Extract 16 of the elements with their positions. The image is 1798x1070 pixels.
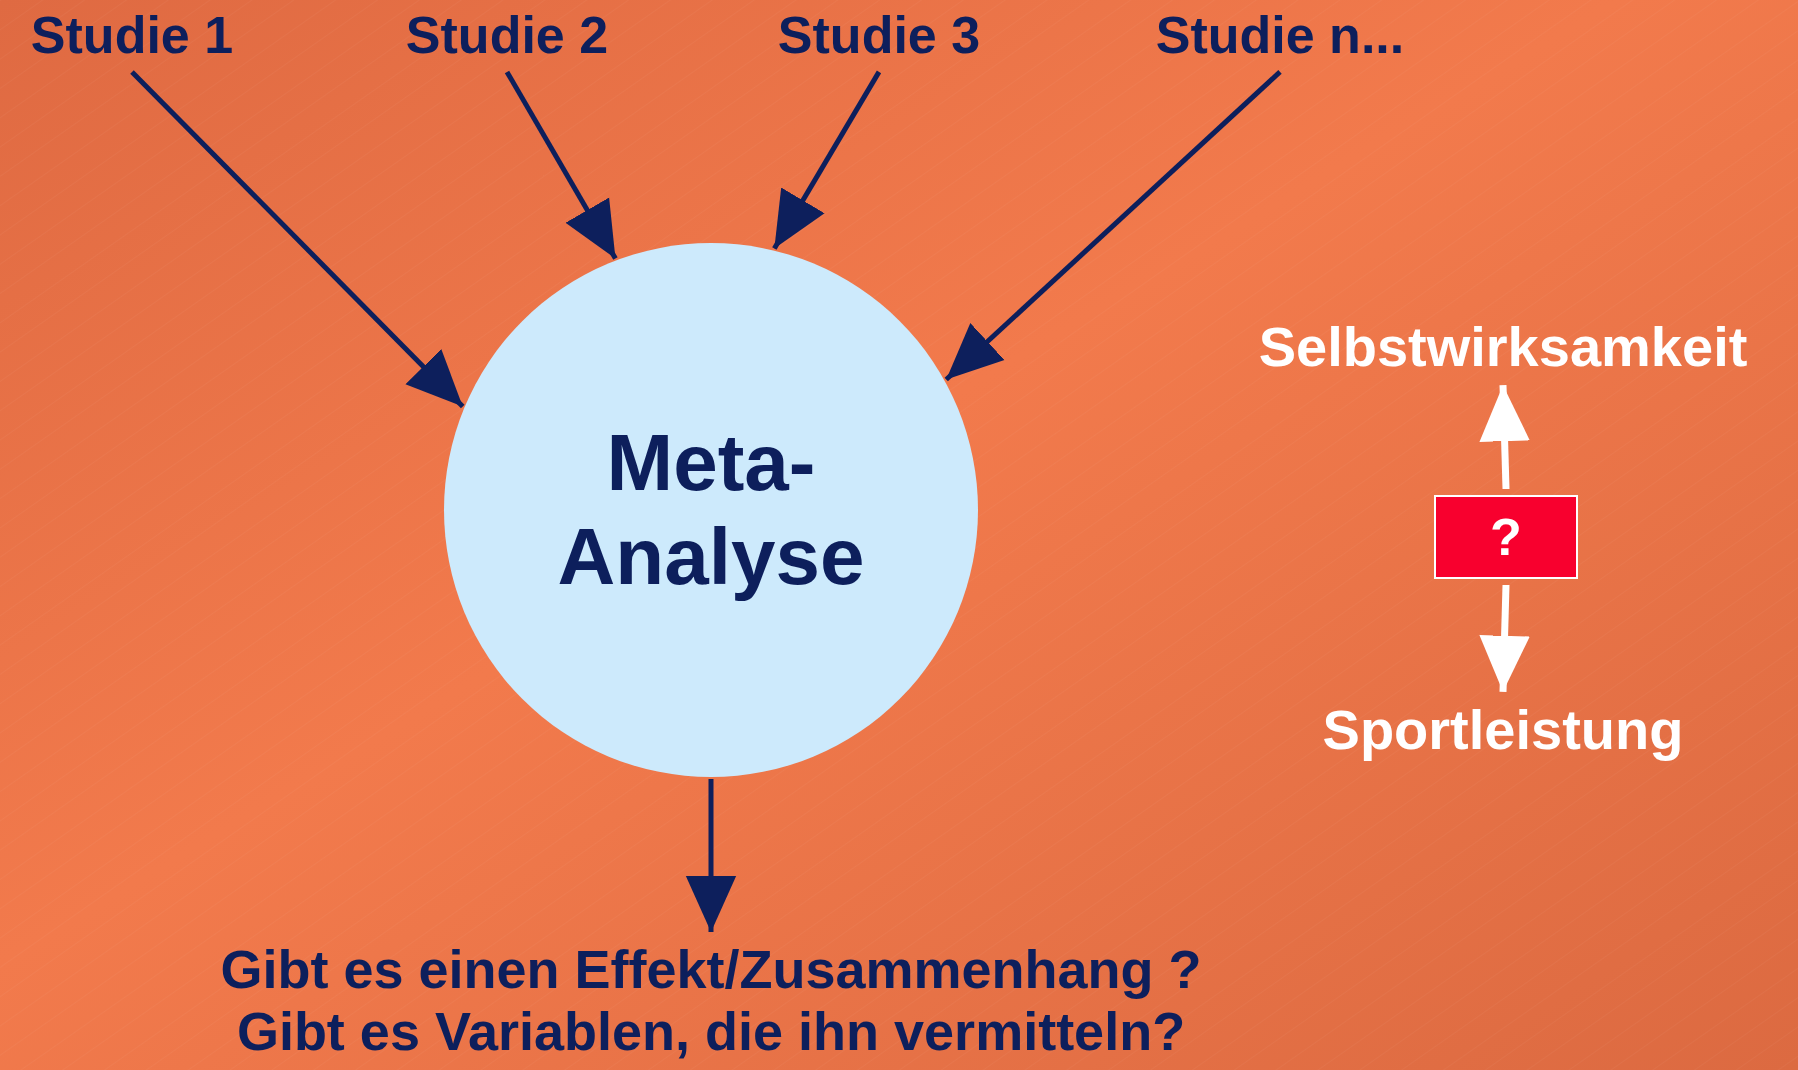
study-label: Studie n... [1155, 6, 1405, 66]
node-title: Meta-Analyse [556, 416, 866, 603]
question-box [1434, 495, 1578, 579]
study-label: Studie 3 [777, 6, 981, 66]
arrow [944, 70, 1282, 382]
arrow [130, 70, 465, 409]
study-label: Studie 1 [30, 6, 234, 66]
question-text: Gibt es Variablen, die ihn vermitteln? [235, 1000, 1187, 1063]
question-mark: ? [1490, 507, 1522, 567]
question-text: Gibt es einen Effekt/Zusammenhang ? [220, 937, 1202, 1000]
arrow [772, 70, 882, 250]
variable-label: Sportleistung [1322, 697, 1684, 763]
arrow [685, 779, 737, 932]
arrow [504, 70, 618, 260]
study-label: Studie 2 [405, 6, 609, 66]
variable-label: Selbstwirksamkeit [1258, 314, 1748, 380]
